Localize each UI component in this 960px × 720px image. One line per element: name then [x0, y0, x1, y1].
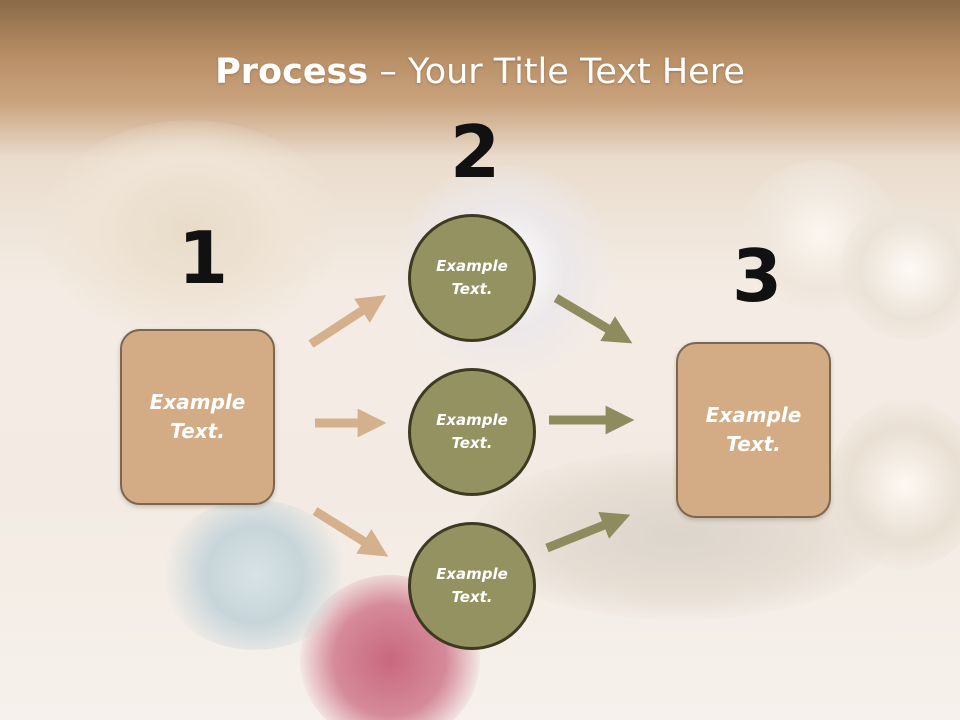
arrow-bottom-to-right — [545, 511, 631, 553]
step-3-text: Example Text. — [706, 401, 802, 459]
title-bold: Process — [215, 52, 369, 92]
arrow-left-to-top — [308, 295, 387, 348]
step-3-text-line2: Text. — [726, 432, 781, 456]
step-1-text: Example Text. — [150, 388, 246, 446]
circle-bottom-line1: Example — [436, 565, 508, 583]
step-number-2: 2 — [450, 110, 501, 194]
step-3-text-line1: Example — [705, 403, 802, 427]
circle-middle-line2: Text. — [451, 434, 493, 452]
circle-bottom-text: Example Text. — [436, 563, 508, 609]
circle-top-line2: Text. — [451, 280, 493, 298]
arrow-left-to-bottom — [312, 507, 389, 557]
step-1-text-line2: Text. — [170, 419, 225, 443]
step-2-circle-top[interactable]: Example Text. — [408, 214, 536, 342]
step-2-circle-bottom[interactable]: Example Text. — [408, 522, 536, 650]
circle-bottom-line2: Text. — [451, 588, 493, 606]
circle-top-text: Example Text. — [436, 255, 508, 301]
step-number-1: 1 — [178, 216, 229, 300]
step-1-text-line1: Example — [149, 390, 246, 414]
step-1-box[interactable]: Example Text. — [120, 329, 275, 505]
step-2-circle-middle[interactable]: Example Text. — [408, 368, 536, 496]
step-3-box[interactable]: Example Text. — [676, 342, 831, 518]
step-number-3: 3 — [732, 234, 783, 318]
circle-middle-line1: Example — [436, 411, 508, 429]
title-rest: – Your Title Text Here — [368, 52, 745, 92]
circle-middle-text: Example Text. — [436, 409, 508, 455]
slide-title: Process – Your Title Text Here — [0, 52, 960, 92]
arrow-top-to-right — [553, 294, 633, 344]
circle-top-line1: Example — [436, 257, 508, 275]
